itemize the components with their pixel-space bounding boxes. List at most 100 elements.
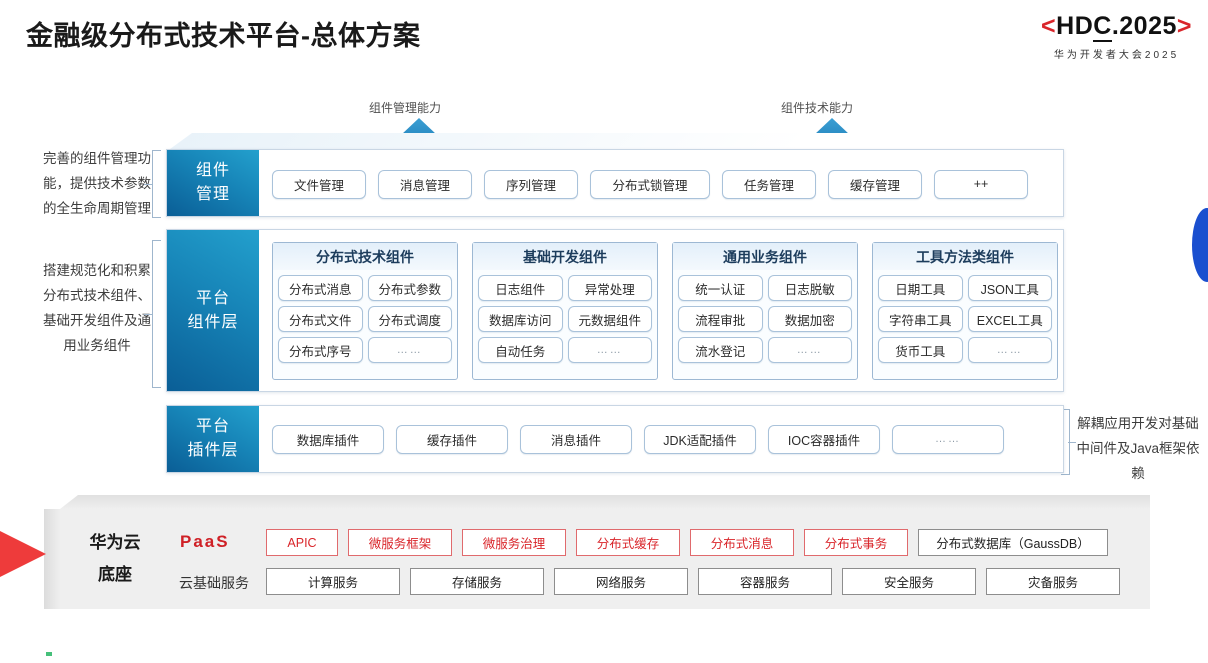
cloud-service-chip[interactable]: 灾备服务 [986,568,1120,595]
component-group-chip[interactable]: 统一认证 [678,275,763,301]
layer-label-line2: 组件层 [187,313,239,331]
component-group-chip[interactable]: 数据库访问 [478,306,563,332]
paas-chip[interactable]: 微服务框架 [348,529,452,556]
component-group-chip[interactable]: 字符串工具 [878,306,963,332]
layer-label-line1: 平台 [195,418,230,435]
brace-tick-right [1068,442,1076,443]
platform-plugin-chip[interactable]: …… [892,424,1004,454]
component-group-chip[interactable]: 日志组件 [478,275,563,301]
cloud-service-chip[interactable]: 容器服务 [698,568,832,595]
hdc-logo-subtitle: 华为开发者大会2025 [1053,50,1180,61]
component-group-chip[interactable]: 日期工具 [878,275,963,301]
platform-plugin-chip[interactable]: 消息插件 [520,424,632,454]
layer-label-line1: 组件 [195,162,230,179]
brace-tick-left-top [144,184,152,185]
layer1-bevel [170,133,1070,149]
component-management-items: 文件管理消息管理序列管理分布式锁管理任务管理缓存管理 ++ [272,168,1052,200]
hdc-logo: <HDC.2025> 华为开发者大会2025 [1041,12,1192,61]
cloud-service-chip[interactable]: 安全服务 [842,568,976,595]
component-group-items: 日志组件异常处理数据库访问元数据组件自动任务…… [473,270,657,368]
component-group-items: 统一认证日志脱敏流程审批数据加密流水登记…… [673,270,857,368]
platform-plugin-chip[interactable]: 数据库插件 [272,424,384,454]
component-management-chip[interactable]: 消息管理 [378,169,472,199]
brace-left-bottom [152,240,161,388]
logo-right-bracket: > [1176,12,1192,40]
base-label-line1: 华为云 [89,533,141,552]
component-management-chip[interactable]: 分布式锁管理 [590,169,710,199]
layer-component-management-label: 组件 管理 [167,150,259,216]
component-management-chip[interactable]: 任务管理 [722,169,816,199]
paas-chip[interactable]: 分布式缓存 [576,529,680,556]
side-note-right: 解耦应用开发对基础中间件及Java框架依赖 [1076,416,1200,481]
layer-platform-plugin-label: 平台 插件层 [167,406,259,472]
component-group-chip[interactable]: …… [967,337,1052,363]
hdc-logo-main: <HDC.2025> [1041,12,1192,42]
layer-label-line2: 插件层 [187,442,239,459]
arrow-left-label: 组件管理能力 [369,101,442,115]
logo-hdc-underlined: C [1093,12,1112,42]
component-group-title: 基础开发组件 [473,243,657,270]
component-management-chip[interactable]: ++ [934,169,1028,199]
component-group-chip[interactable]: 分布式文件 [278,306,363,332]
component-group-chip[interactable]: 数据加密 [767,306,852,332]
blue-lens-decoration [1192,208,1208,282]
logo-hdc-text: HD [1056,12,1094,40]
component-group-chip[interactable]: 分布式调度 [367,306,452,332]
paas-items: APIC 微服务框架微服务治理分布式缓存分布式消息分布式事务分布式数据库（Gaus… [266,529,1122,556]
paas-chip[interactable]: APIC [266,529,338,556]
platform-plugin-items: 数据库插件缓存插件消息插件 JDK适配插件 IOC容器插件 …… [272,423,1052,455]
logo-hdc-rest: .2025 [1111,12,1177,40]
component-group-title: 工具方法类组件 [873,243,1057,270]
cloud-service-items: 计算服务存储服务网络服务容器服务安全服务灾备服务 [266,568,1122,595]
component-group-chip[interactable]: 日志脱敏 [767,275,852,301]
component-group-chip[interactable]: 元数据组件 [567,306,652,332]
component-group: 通用业务组件统一认证日志脱敏流程审批数据加密流水登记…… [672,242,858,380]
component-group-chip[interactable]: 自动任务 [478,337,563,363]
brace-tick-left-bottom [144,314,152,315]
cloud-service-label: 云基础服务 [179,575,249,591]
side-note-left-bottom: 搭建规范化和积累分布式技术组件、基础开发组件及通用业务组件 [43,263,151,353]
paas-chip[interactable]: 分布式数据库（GaussDB） [918,529,1108,556]
component-management-chip[interactable]: 序列管理 [484,169,578,199]
component-group-chip[interactable]: 货币工具 [878,337,963,363]
component-group: 基础开发组件日志组件异常处理数据库访问元数据组件自动任务…… [472,242,658,380]
paas-chip[interactable]: 微服务治理 [462,529,566,556]
component-group-title: 分布式技术组件 [273,243,457,270]
component-group-chip[interactable]: 分布式消息 [278,275,363,301]
cloud-service-chip[interactable]: 计算服务 [266,568,400,595]
logo-left-bracket: < [1041,12,1057,40]
component-management-chip[interactable]: 文件管理 [272,169,366,199]
component-group-chip[interactable]: 异常处理 [567,275,652,301]
brace-left-top [152,150,161,218]
paas-chip[interactable]: 分布式事务 [804,529,908,556]
component-group-chip[interactable]: 分布式参数 [367,275,452,301]
component-group-chip[interactable]: 流水登记 [678,337,763,363]
component-group-chip[interactable]: …… [767,337,852,363]
cloud-service-chip[interactable]: 存储服务 [410,568,544,595]
base-bevel-top [60,495,1150,509]
component-group-chip[interactable]: EXCEL工具 [967,306,1052,332]
component-group-chip[interactable]: JSON工具 [967,275,1052,301]
paas-chip[interactable]: 分布式消息 [690,529,794,556]
component-group-chip[interactable]: 流程审批 [678,306,763,332]
platform-plugin-chip[interactable]: 缓存插件 [396,424,508,454]
component-group: 分布式技术组件分布式消息分布式参数分布式文件分布式调度分布式序号…… [272,242,458,380]
layer-platform-component-label: 平台 组件层 [167,230,259,391]
component-group-chip[interactable]: …… [567,337,652,363]
platform-plugin-chip[interactable]: IOC容器插件 [768,424,880,454]
component-management-chip[interactable]: 缓存管理 [828,169,922,199]
component-group-chip[interactable]: 分布式序号 [278,337,363,363]
base-label: 华为云 底座 [70,527,160,591]
cloud-service-chip[interactable]: 网络服务 [554,568,688,595]
base-bevel-left [44,509,60,609]
base-label-line2: 底座 [98,565,132,584]
component-group-title: 通用业务组件 [673,243,857,270]
page-title: 金融级分布式技术平台-总体方案 [26,21,421,51]
platform-plugin-chip[interactable]: JDK适配插件 [644,424,756,454]
red-wedge-decoration [0,508,46,600]
component-group-chip[interactable]: …… [367,337,452,363]
layer-label-line2: 管理 [195,186,230,203]
component-group-items: 分布式消息分布式参数分布式文件分布式调度分布式序号…… [273,270,457,368]
